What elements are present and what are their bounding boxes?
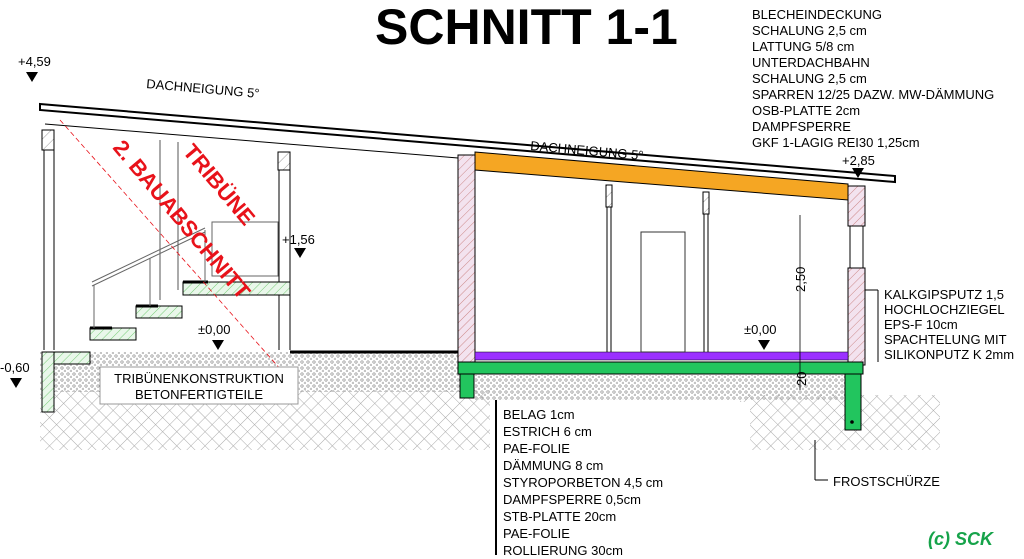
svg-text:LATTUNG 5/8 cm: LATTUNG 5/8 cm (752, 39, 854, 54)
floor-layer-list: BELAG 1cm ESTRICH 6 cm PAE-FOLIE DÄMMUNG… (503, 407, 663, 558)
svg-text:SPACHTELUNG MIT: SPACHTELUNG MIT (884, 332, 1007, 347)
svg-text:PAE-FOLIE: PAE-FOLIE (503, 526, 570, 541)
level-ground-right: ±0,00 (744, 322, 776, 337)
svg-text:PAE-FOLIE: PAE-FOLIE (503, 441, 570, 456)
level-markers (10, 72, 864, 388)
wall-layer-list: KALKGIPSPUTZ 1,5 HOCHLOCHZIEGEL EPS-F 10… (884, 287, 1014, 362)
svg-text:DAMPFSPERRE: DAMPFSPERRE (752, 119, 851, 134)
roof-pitch-label: DACHNEIGUNG 5° (146, 76, 260, 101)
svg-text:GKF 1-LAGIG REI30 1,25cm: GKF 1-LAGIG REI30 1,25cm (752, 135, 920, 150)
svg-text:UNTERDACHBAHN: UNTERDACHBAHN (752, 55, 870, 70)
svg-text:DÄMMUNG 8 cm: DÄMMUNG 8 cm (503, 458, 603, 473)
svg-text:SCHALUNG 2,5 cm: SCHALUNG 2,5 cm (752, 71, 867, 86)
svg-text:STYROPORBETON 4,5 cm: STYROPORBETON 4,5 cm (503, 475, 663, 490)
svg-text:KALKGIPSPUTZ 1,5: KALKGIPSPUTZ 1,5 (884, 287, 1004, 302)
phase-stamp: TRIBÜNE 2. BAUABSCHNITT (108, 135, 260, 304)
svg-text:STB-PLATTE 20cm: STB-PLATTE 20cm (503, 509, 616, 524)
roof-layer-list: BLECHEINDECKUNG SCHALUNG 2,5 cm LATTUNG … (752, 7, 994, 150)
svg-text:EPS-F 10cm: EPS-F 10cm (884, 317, 958, 332)
svg-text:ROLLIERUNG 30cm: ROLLIERUNG 30cm (503, 543, 623, 558)
dim-room-height: 2,50 (793, 267, 808, 292)
building (457, 154, 879, 555)
svg-text:OSB-PLATTE 2cm: OSB-PLATTE 2cm (752, 103, 860, 118)
level-eave: +2,85 (842, 153, 875, 168)
svg-text:BLECHEINDECKUNG: BLECHEINDECKUNG (752, 7, 882, 22)
level-top-left: +4,59 (18, 54, 51, 69)
level-ground-left: ±0,00 (198, 322, 230, 337)
svg-text:SCHALUNG 2,5 cm: SCHALUNG 2,5 cm (752, 23, 867, 38)
drawing-title: SCHNITT 1-1 (375, 0, 678, 55)
svg-text:ESTRICH 6 cm: ESTRICH 6 cm (503, 424, 592, 439)
svg-text:SPARREN 12/25 DAZW. MW-DÄMMUNG: SPARREN 12/25 DAZW. MW-DÄMMUNG (752, 87, 994, 102)
svg-text:BETONFERTIGTEILE: BETONFERTIGTEILE (135, 387, 263, 402)
svg-text:TRIBÜNENKONSTRUKTION: TRIBÜNENKONSTRUKTION (114, 371, 284, 386)
dim-slab: 20 (794, 372, 809, 386)
logo: (c) SCK (928, 529, 995, 549)
tribune-note: TRIBÜNENKONSTRUKTION BETONFERTIGTEILE (99, 366, 299, 405)
svg-text:DAMPFSPERRE 0,5cm: DAMPFSPERRE 0,5cm (503, 492, 641, 507)
tribune-structure (41, 119, 291, 413)
level-stand: +1,56 (282, 232, 315, 247)
frost-apron-label: FROSTSCHÜRZE (833, 474, 940, 489)
svg-text:HOCHLOCHZIEGEL: HOCHLOCHZIEGEL (884, 302, 1005, 317)
svg-text:BELAG 1cm: BELAG 1cm (503, 407, 575, 422)
svg-text:SILIKONPUTZ K 2mm: SILIKONPUTZ K 2mm (884, 347, 1014, 362)
level-lower-left: -0,60 (0, 360, 30, 375)
